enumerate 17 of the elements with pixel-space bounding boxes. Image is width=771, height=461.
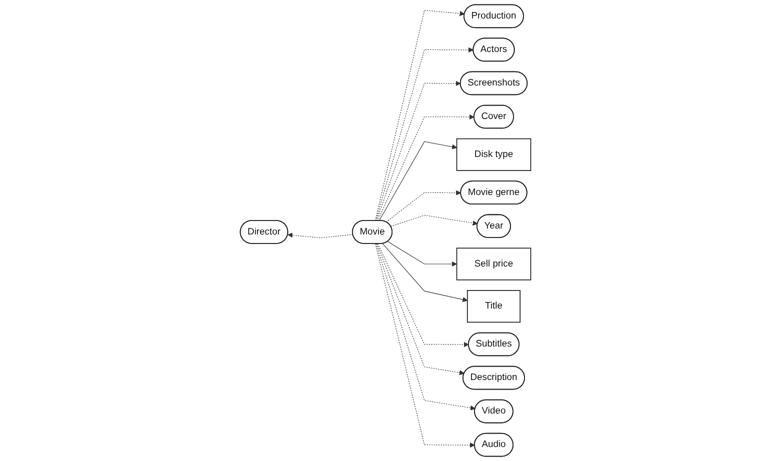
arrow [376, 47, 474, 222]
arrow [387, 241, 457, 267]
arrow [378, 141, 457, 222]
arrow [376, 243, 464, 376]
arrow [376, 243, 476, 410]
arrow [376, 80, 461, 222]
arrow [374, 10, 465, 222]
node-box: Sell price [456, 248, 532, 280]
arrow [375, 243, 475, 448]
arrow [386, 190, 462, 222]
node-box: Disk type [456, 138, 532, 171]
node-box: Title [466, 290, 521, 323]
arrow [390, 214, 478, 227]
arrow [288, 232, 354, 238]
arrow [378, 243, 469, 348]
arrow [382, 243, 468, 302]
arrow [377, 114, 474, 222]
